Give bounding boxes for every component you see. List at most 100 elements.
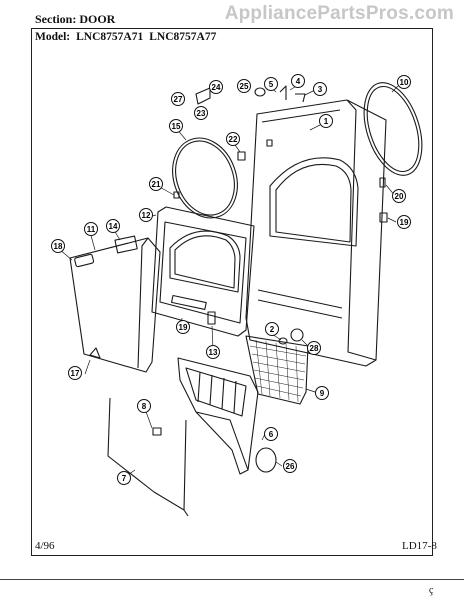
- callout-15: 15: [169, 119, 183, 133]
- latch-part: [207, 311, 216, 325]
- callout-10: 10: [397, 75, 411, 89]
- callout-circle: [169, 119, 183, 133]
- callout-27: 27: [171, 92, 185, 106]
- callout-number: 20: [395, 192, 404, 201]
- section-label: Section:: [35, 12, 77, 26]
- callout-circle: [264, 427, 278, 441]
- callout-12: 12: [139, 208, 153, 222]
- switch-part: [195, 87, 211, 105]
- bottom-rule: [0, 579, 464, 580]
- gasket-ring-right-part: [363, 82, 423, 176]
- callout-2: 2: [265, 322, 279, 336]
- callout-number: 3: [318, 85, 323, 94]
- callout-11: 11: [84, 222, 98, 236]
- callout-number: 21: [152, 180, 161, 189]
- callout-9: 9: [315, 386, 329, 400]
- callout-group: 1234567891011121314151617181919202122232…: [51, 74, 411, 485]
- callout-circle: [237, 79, 251, 93]
- o-ring-part: [255, 447, 277, 473]
- callout-1: 1: [319, 114, 333, 128]
- callout-8: 8: [137, 399, 151, 413]
- section-heading: Section: DOOR: [35, 12, 115, 27]
- callout-7: 7: [117, 471, 131, 485]
- callout-circle: [307, 341, 321, 355]
- callout-circle: [226, 132, 240, 146]
- callout-circle: [283, 459, 297, 473]
- callout-number: 25: [240, 82, 249, 91]
- callout-24: 24: [209, 80, 223, 94]
- callout-circle: [68, 366, 82, 380]
- callout-23: 23: [194, 106, 208, 120]
- callout-3: 3: [313, 82, 327, 96]
- watermark-text: AppliancePartsPros.com: [224, 3, 454, 24]
- callout-circle: [149, 177, 163, 191]
- callout-5: 5: [264, 77, 278, 91]
- wire-part: [107, 397, 189, 517]
- callout-number: 6: [269, 430, 274, 439]
- bumper-part: [254, 87, 266, 97]
- callout-22: 22: [226, 132, 240, 146]
- callout-28: 28: [307, 341, 321, 355]
- callout-number: 11: [87, 225, 96, 234]
- spring-part: [295, 93, 306, 103]
- callout-number: 1: [324, 117, 329, 126]
- callout-circle: [139, 208, 153, 222]
- grommet-part: [290, 328, 304, 342]
- callout-20: 20: [392, 189, 406, 203]
- callout-number: 24: [212, 83, 221, 92]
- callout-circle: [392, 189, 406, 203]
- callout-number: 19: [179, 323, 188, 332]
- model-number-2: LNC8757A77: [149, 31, 217, 43]
- callout-circle: [84, 222, 98, 236]
- callout-number: 14: [109, 222, 118, 231]
- bracket-part: [237, 151, 246, 161]
- callout-circle: [51, 239, 65, 253]
- callout-14: 14: [106, 219, 120, 233]
- catch-part: [379, 212, 388, 223]
- clip-part: [152, 427, 162, 436]
- callout-circle: [313, 82, 327, 96]
- callout-number: 10: [400, 78, 409, 87]
- callout-4: 4: [291, 74, 305, 88]
- filter-housing-part: [177, 357, 259, 475]
- callout-circle: [106, 219, 120, 233]
- model-number-1: LNC8757A71: [76, 31, 144, 43]
- callout-number: 17: [71, 369, 80, 378]
- callout-number: 27: [174, 95, 183, 104]
- callout-19: 19: [176, 320, 190, 334]
- callout-number: 8: [142, 402, 147, 411]
- footer-date: 4/96: [35, 540, 55, 552]
- callout-number: 7: [122, 474, 127, 483]
- model-heading: Model: LNC8757A71 LNC8757A77: [35, 31, 216, 43]
- callout-number: 4: [296, 77, 301, 86]
- callout-number: 26: [286, 462, 295, 471]
- callout-18: 18: [51, 239, 65, 253]
- callout-circle: [397, 75, 411, 89]
- wire-part-2: [183, 419, 187, 511]
- gasket-ring-left-part: [172, 137, 238, 219]
- section-value: DOOR: [79, 12, 116, 26]
- callout-circle: [315, 386, 329, 400]
- model-label: Model:: [35, 31, 71, 43]
- callout-13: 13: [206, 345, 220, 359]
- inner-door-frame-part: [151, 206, 255, 337]
- callout-number: 2: [270, 325, 275, 334]
- callout-25: 25: [237, 79, 251, 93]
- callout-number: 23: [197, 109, 206, 118]
- callout-circle: [176, 320, 190, 334]
- callout-circle: [194, 106, 208, 120]
- lint-screen-part: [245, 335, 309, 405]
- callout-19: 19: [397, 215, 411, 229]
- callout-circle: [209, 80, 223, 94]
- callout-circle: [117, 471, 131, 485]
- seal-part: [278, 337, 288, 345]
- callout-circle: [397, 215, 411, 229]
- callout-number: 22: [229, 135, 238, 144]
- diagram-frame: [31, 28, 433, 556]
- strike-part: [279, 85, 287, 100]
- callout-number: 19: [400, 218, 409, 227]
- callout-circle: [171, 92, 185, 106]
- callout-circle: [319, 114, 333, 128]
- callout-21: 21: [149, 177, 163, 191]
